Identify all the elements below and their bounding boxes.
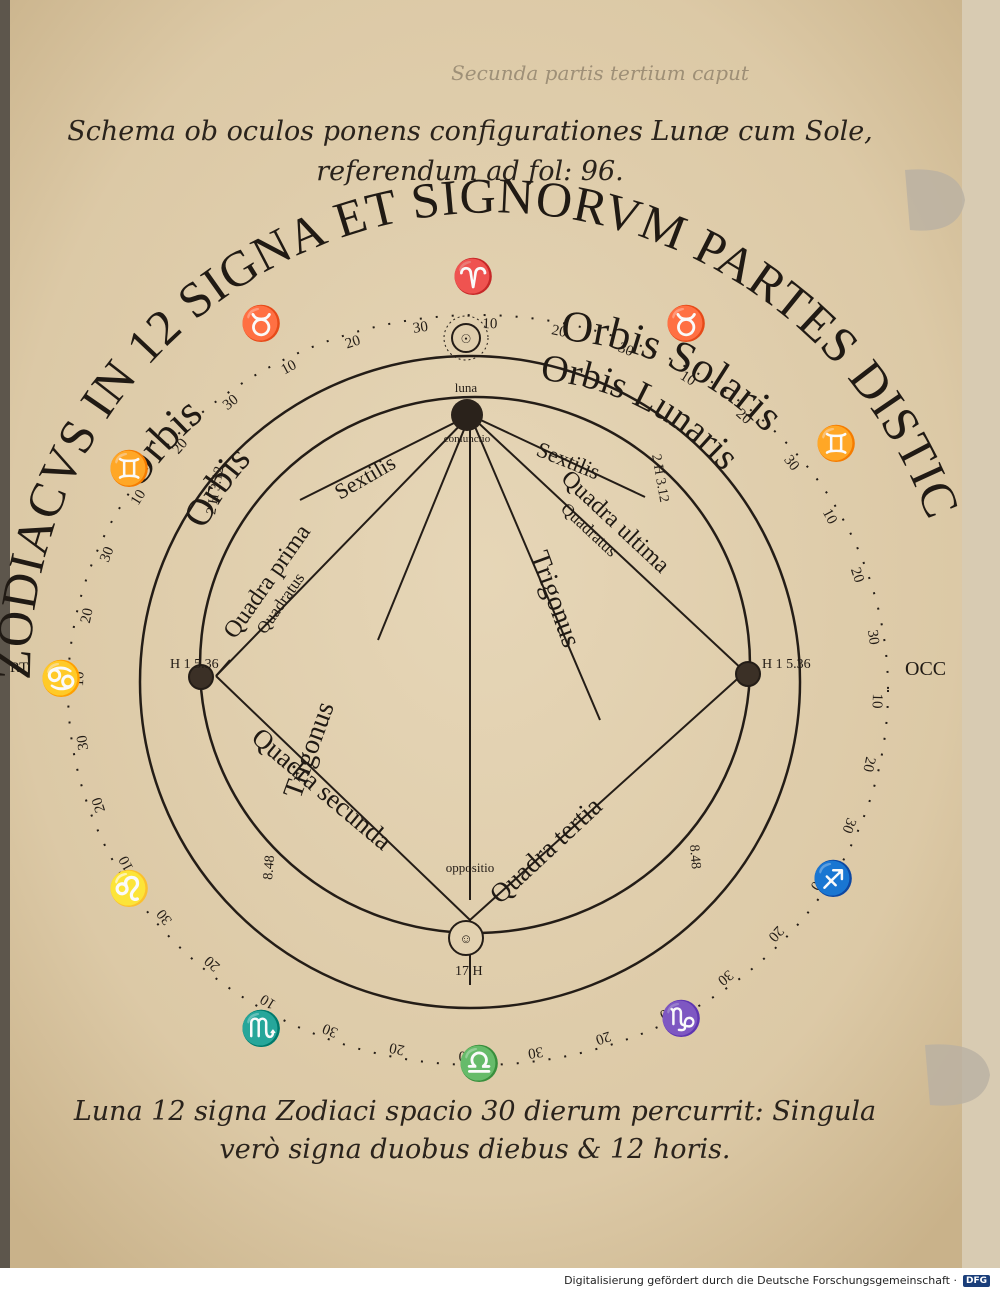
occasus-label: OCC <box>905 658 946 680</box>
zodiac-tick-label: 30 <box>839 816 859 836</box>
taurus-sign-icon: ♉ <box>665 304 707 343</box>
zodiac-tick-label: 20 <box>859 755 878 773</box>
coniunctio-label: coniunctio <box>444 433 491 445</box>
aries-sign-icon: ♈ <box>452 257 494 296</box>
zodiac-tick-label: 30 <box>616 340 636 360</box>
ortus-label: RT <box>10 660 28 676</box>
zodiac-signs: ♈ ♉ ♊ ♐ ♑ ♎ ♏ ♌ ♋ ♊ ♉ <box>40 257 857 1083</box>
zodiac-tick-label: 10 <box>458 1048 473 1064</box>
dfg-badge: DFG <box>962 1274 990 1287</box>
sagittarius-sign-icon: ♐ <box>812 859 854 898</box>
caption-line-1: Luna 12 signa Zodiaci spacio 30 dierum p… <box>73 1096 876 1127</box>
moon-left-icon <box>188 664 214 690</box>
full-moon-icon: ☺ <box>448 920 484 956</box>
svg-text:☺: ☺ <box>459 931 472 946</box>
clasp-bottom <box>925 1044 990 1106</box>
clasp-top <box>905 169 965 231</box>
zodiac-tick-label: 10 <box>128 487 149 508</box>
time-bottom: 17 H <box>455 964 483 979</box>
capricorn-sign-icon: ♑ <box>660 999 702 1038</box>
left-gutter <box>0 0 10 1268</box>
taurus-left-sign-icon: ♉ <box>240 304 282 343</box>
zodiac-tick-label: 10 <box>819 506 840 527</box>
svg-text:☉: ☉ <box>461 332 472 346</box>
zodiac-tick-label: 10 <box>258 991 279 1012</box>
zodiac-tick-label: 30 <box>412 319 429 337</box>
time-right-trine: 8.48 <box>686 844 703 870</box>
zodiac-tick-label: 20 <box>343 333 362 353</box>
luna-label: luna <box>455 380 478 395</box>
zodiac-tick-label: 30 <box>74 734 92 751</box>
time-left-quad: H 1 5.36 <box>170 657 219 672</box>
zodiac-tick-label: 20 <box>594 1028 613 1048</box>
zodiac-tick-label: 10 <box>116 853 137 874</box>
zodiac-ring: 10 20 30 10 20 30 10 20 30 10 20 30 10 20 30 10 20 30 10 20… <box>67 314 889 1066</box>
cancer-sign-icon: ♋ <box>40 659 82 698</box>
caption-line-2: verò signa duobus diebus & 12 horis. <box>219 1134 730 1165</box>
zodiac-tick-label: 10 <box>677 368 698 389</box>
zodiac-tick-label: 10 <box>482 316 497 332</box>
zodiac-tick-label: 30 <box>320 1020 340 1040</box>
zodiac-tick-label: 30 <box>527 1043 544 1061</box>
moon-right-icon <box>735 661 761 687</box>
zodiac-tick-label: 10 <box>807 872 828 893</box>
zodiac-tick-label: 10 <box>279 357 300 378</box>
title-line-2: referendum ad fol: 96. <box>316 156 623 187</box>
sun-icon: ☉ <box>443 315 489 361</box>
gemini-left-sign-icon: ♊ <box>108 449 150 488</box>
moon-new-icon <box>451 399 483 431</box>
zodiac-tick-label: 10 <box>71 671 87 686</box>
oppositio-label: oppositio <box>446 860 494 875</box>
time-left-trine: 8.48 <box>261 855 278 881</box>
zodiac-tick-label: 30 <box>864 629 882 646</box>
digitization-footer: Digitalisierung gefördert durch die Deut… <box>0 1268 1000 1293</box>
zodiac-tick-label: 20 <box>847 566 867 585</box>
title-line-1: Schema ob oculos ponens configurationes … <box>67 116 873 147</box>
zodiac-tick-label: 20 <box>388 1039 406 1058</box>
leo-sign-icon: ♌ <box>108 869 150 908</box>
paper-sheet <box>0 0 968 1268</box>
zodiac-tick-label: 20 <box>550 322 568 341</box>
zodiac-tick-label: 10 <box>657 1002 678 1023</box>
zodiac-tick-label: 10 <box>869 693 885 708</box>
footer-credit: Digitalisierung gefördert durch die Deut… <box>564 1274 957 1287</box>
gemini-sign-icon: ♊ <box>815 424 857 463</box>
zodiac-tick-labels: 10 20 30 10 20 30 10 20 30 10 20 30 10 20 30 10 20 30 10 20… <box>71 316 885 1064</box>
orbis-solaris-circle <box>138 354 802 1010</box>
aspect-lines <box>215 414 746 985</box>
time-right-quad: H 1 5.36 <box>762 657 811 672</box>
running-head: Secunda partis tertium caput <box>451 61 750 85</box>
zodiac-tick-label: 20 <box>89 795 109 814</box>
libra-sign-icon: ♎ <box>458 1044 500 1083</box>
zodiac-tick-label: 20 <box>78 607 97 625</box>
scorpio-sign-icon: ♏ <box>240 1009 282 1048</box>
zodiac-tick-label: 30 <box>97 545 117 565</box>
